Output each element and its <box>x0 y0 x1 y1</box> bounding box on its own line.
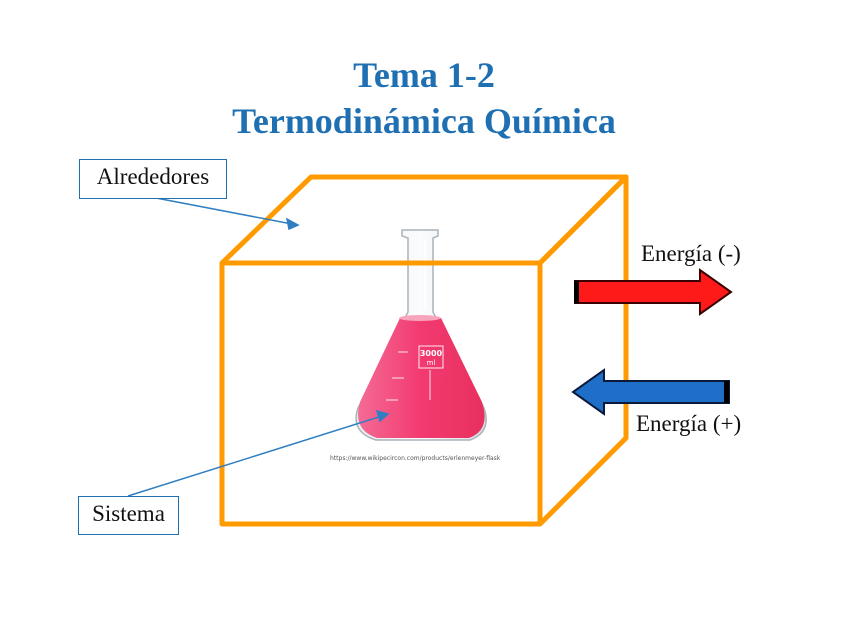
cube-right-face <box>540 177 626 524</box>
surroundings-label: Alrededores <box>79 159 227 199</box>
energy-in-arrow <box>573 370 729 414</box>
flask-liquid <box>358 318 485 438</box>
title-line-2: Termodinámica Química <box>0 100 848 142</box>
surroundings-leader-line <box>156 198 292 224</box>
title-line-1: Tema 1-2 <box>0 54 848 96</box>
system-label: Sistema <box>78 496 179 535</box>
volume-label: 3000 <box>420 349 443 358</box>
image-credit: https://www.wikipecircon.com/products/er… <box>330 455 500 462</box>
energy-out-label: Energía (-) <box>641 240 741 268</box>
surroundings-leader-arrowhead <box>287 219 298 229</box>
energy-in-label: Energía (+) <box>636 410 741 438</box>
volume-unit: ml <box>427 359 436 367</box>
liquid-surface <box>399 315 441 321</box>
leader-lines <box>128 198 388 496</box>
energy-out-arrow <box>574 270 731 314</box>
